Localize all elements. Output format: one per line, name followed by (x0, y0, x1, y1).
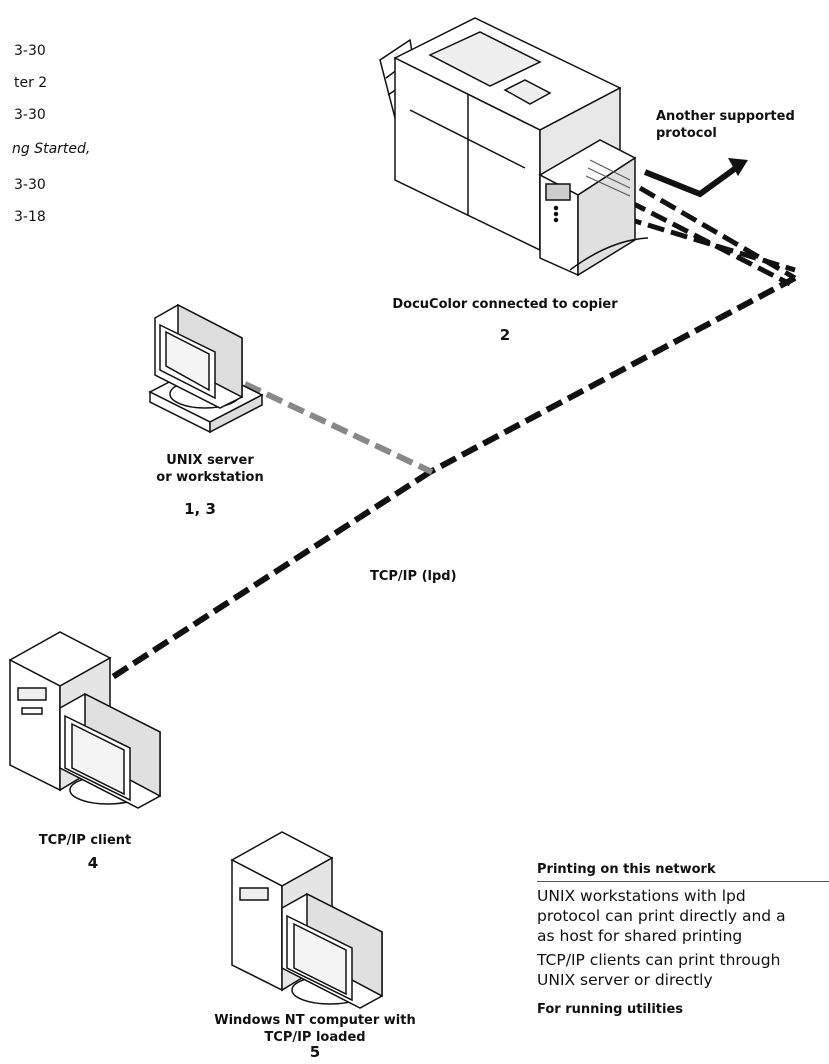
docucolor-server-icon (538, 139, 649, 277)
index-fragment-1: 3-30 (14, 43, 46, 59)
another-protocol-arrow (643, 158, 748, 198)
index-fragment-2: ter 2 (14, 75, 48, 91)
windows-nt-number: 5 (309, 1043, 321, 1061)
index-fragment-3: 3-30 (14, 107, 46, 123)
windows-nt-line2: TCP/IP loaded (264, 1030, 366, 1045)
windows-nt-computer-icon (230, 831, 383, 1009)
another-protocol-label: Another supported protocol (656, 108, 795, 142)
copier-icon (379, 17, 622, 252)
index-fragment-4: ng Started, (12, 141, 91, 157)
windows-nt-line1: Windows NT computer with (214, 1013, 416, 1028)
index-fragment-5: 3-30 (14, 177, 46, 193)
tcp-client-label: TCP/IP client (38, 833, 132, 848)
sidebar-panel: Printing on this network UNIX workstatio… (537, 862, 829, 1017)
another-protocol-line2: protocol (656, 126, 717, 141)
sidebar-title: Printing on this network (537, 862, 716, 877)
unix-cable (243, 381, 434, 475)
unix-label: UNIX server or workstation (130, 452, 290, 486)
unix-workstation-icon (148, 303, 264, 434)
sidebar-line-4: TCP/IP clients can print through (537, 951, 781, 969)
tcp-client-number: 4 (87, 854, 99, 872)
sidebar-line-5: UNIX server or directly (537, 971, 713, 989)
sidebar-divider (537, 881, 829, 882)
network-label: TCP/IP (lpd) (370, 569, 457, 584)
tcp-ip-cable-main (106, 275, 797, 683)
index-fragment-6: 3-18 (14, 209, 46, 225)
sidebar-line-2: protocol can print directly and a (537, 907, 786, 925)
unix-line2: or workstation (156, 470, 264, 485)
sidebar-line-1: UNIX workstations with lpd (537, 887, 746, 905)
windows-nt-label: Windows NT computer with TCP/IP loaded (180, 1012, 450, 1046)
tcp-ip-client-icon (8, 631, 161, 809)
copier-number: 2 (499, 326, 511, 344)
another-protocol-line1: Another supported (656, 109, 795, 124)
copier-label: DocuColor connected to copier (392, 297, 618, 312)
sidebar-next-title: For running utilities (537, 1002, 684, 1017)
sidebar-line-3: as host for shared printing (537, 927, 743, 945)
unix-number: 1, 3 (184, 500, 216, 518)
unix-line1: UNIX server (166, 453, 254, 468)
copier-cable-bundle (624, 185, 797, 287)
